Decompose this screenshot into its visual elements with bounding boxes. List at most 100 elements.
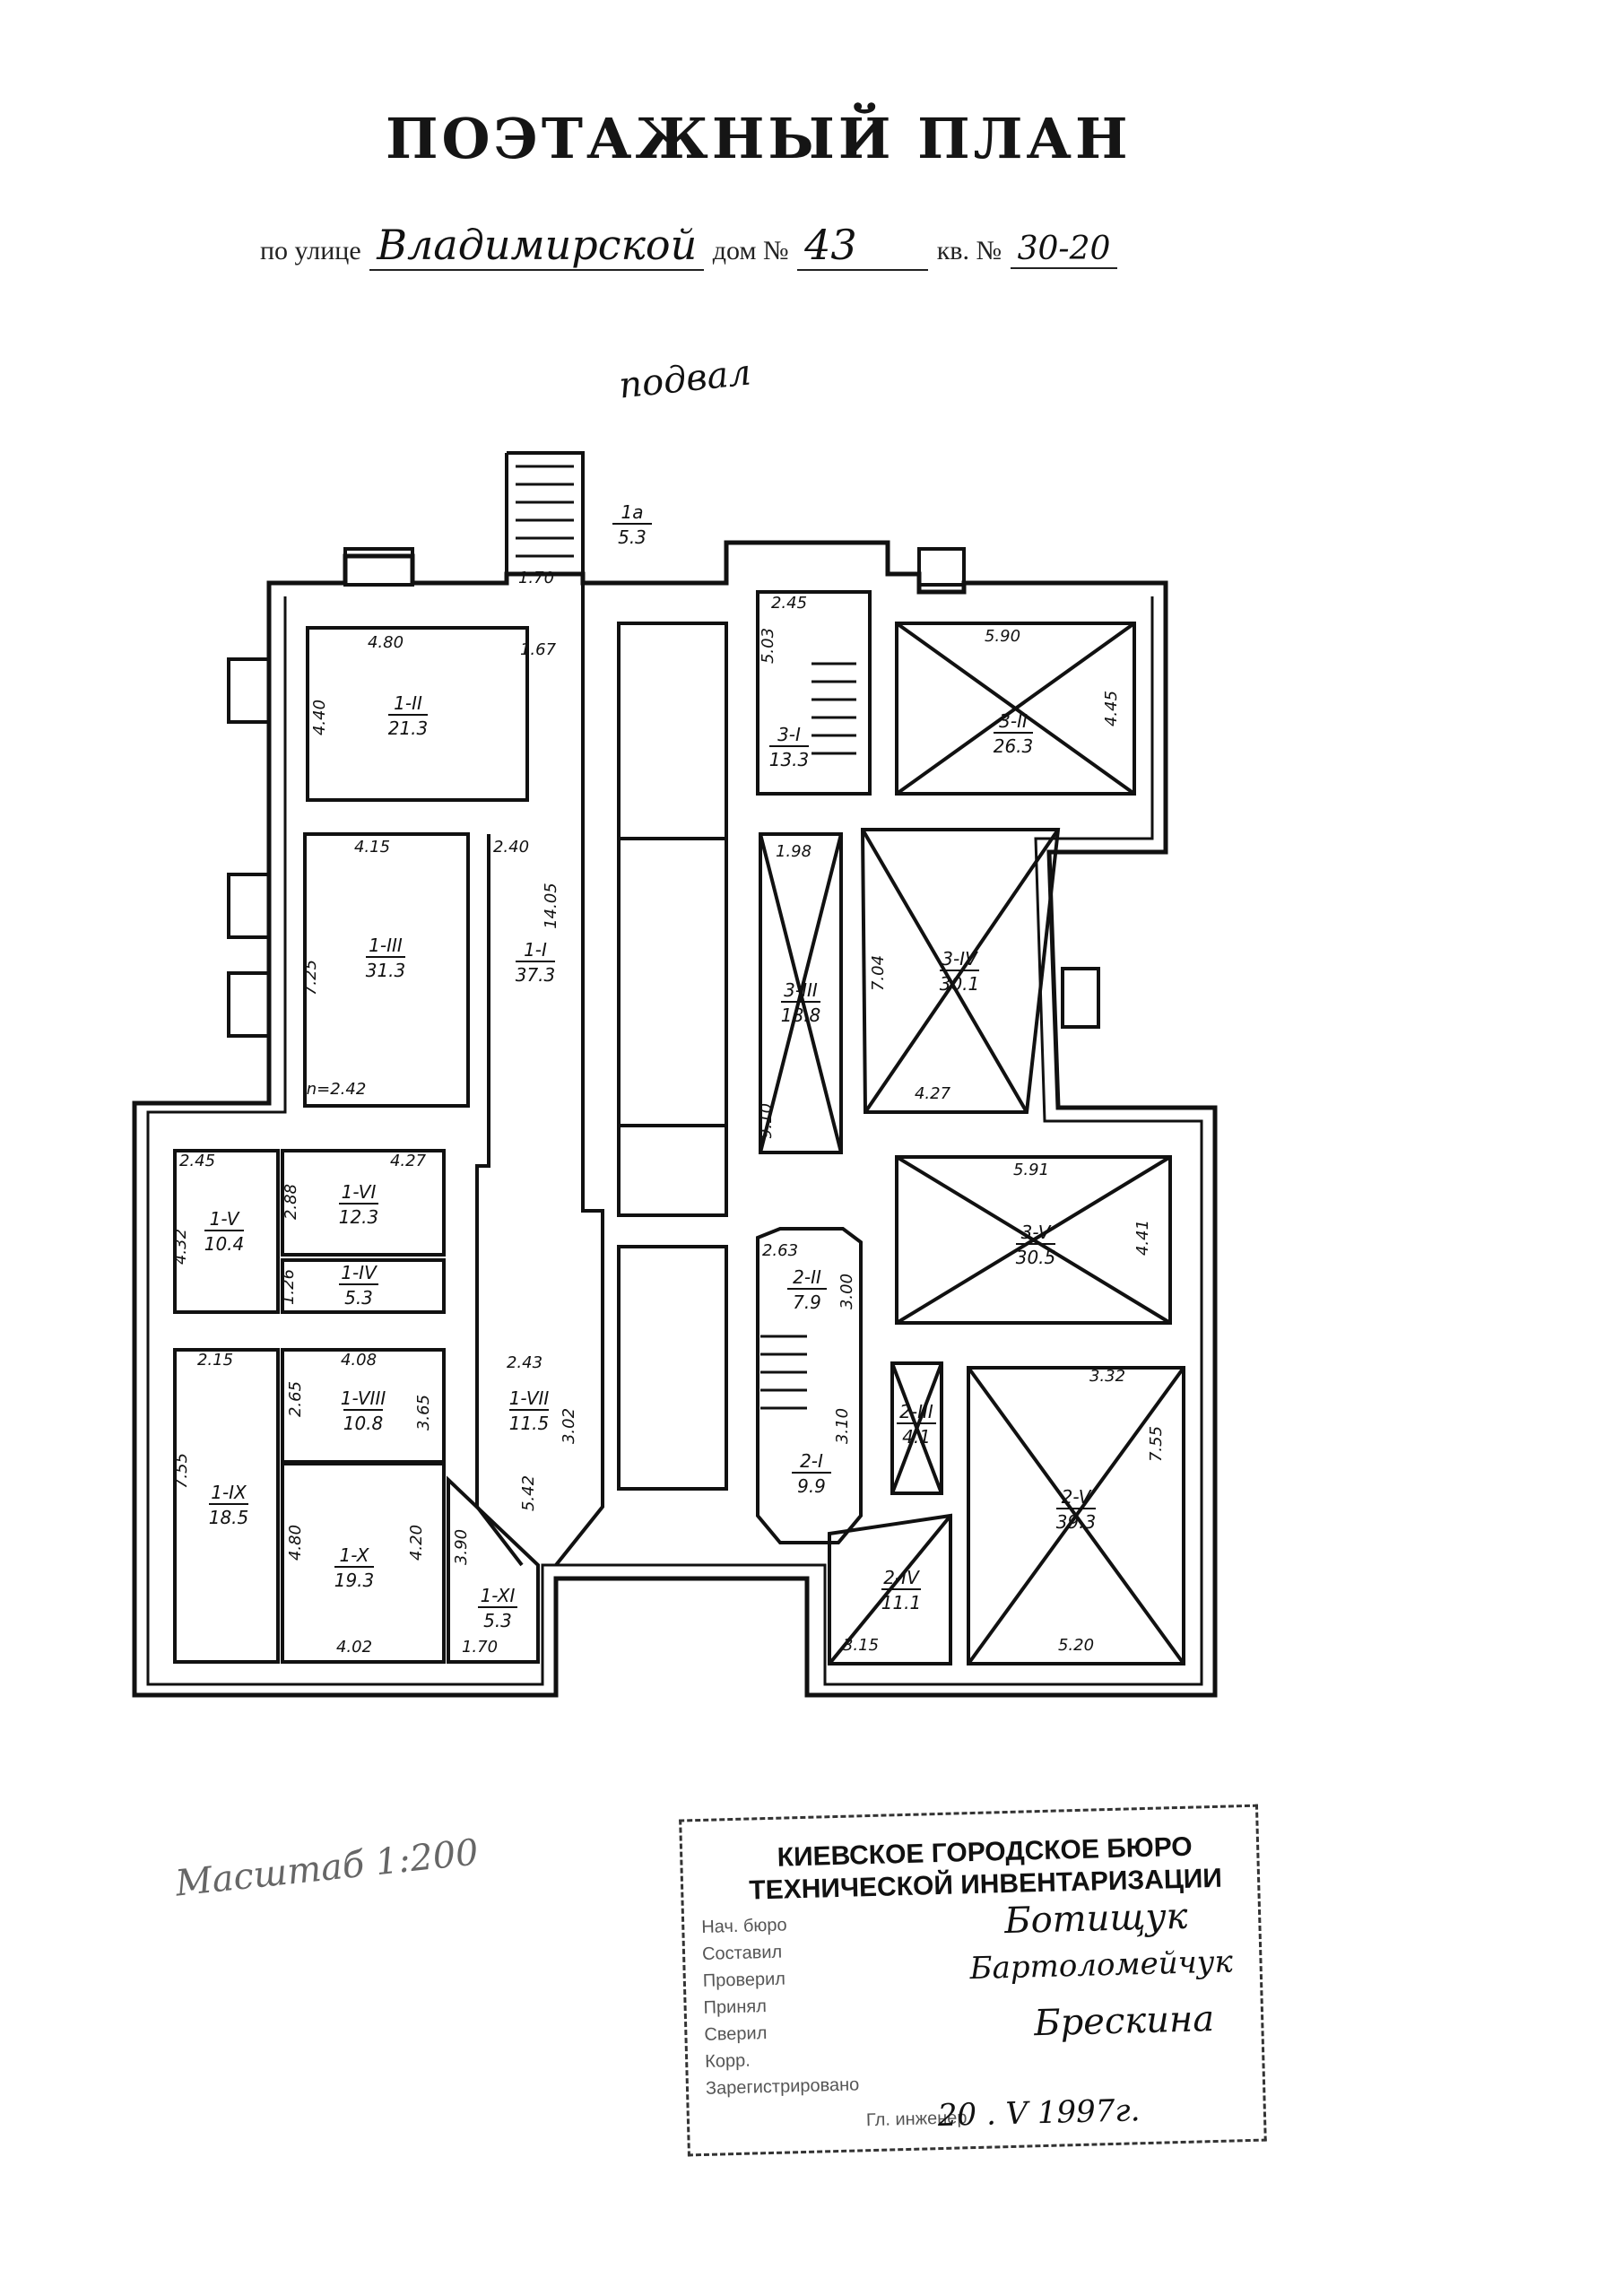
room-dimension-label: 5.20: [1058, 1636, 1094, 1655]
stair-2-II: [760, 1335, 807, 1410]
room-id-label: 2-III: [899, 1401, 933, 1422]
room-dimension-label: 2.40: [493, 838, 529, 857]
house-prefix: дом №: [712, 236, 789, 265]
street-prefix: по улице: [260, 236, 361, 265]
room-labels: 1-II21.34.804.401.671-III31.34.157.25n=2…: [171, 501, 1166, 1657]
room-dimension-label: 4.80: [368, 633, 404, 652]
stamp-row: Корр.: [704, 2050, 751, 2072]
room-dimension-label: 3.65: [414, 1395, 433, 1431]
window-pits: [227, 547, 1100, 1038]
room-dimension-label: 7.04: [869, 955, 888, 991]
room-dimension-label: 9.10: [757, 1103, 776, 1139]
room-area-label: 39.3: [1056, 1511, 1097, 1533]
room-dimension-label: 3.32: [1089, 1367, 1125, 1386]
room-id-label: 2-IV: [883, 1567, 920, 1588]
stamp-row: Нач. бюро: [701, 1915, 787, 1937]
bti-stamp: КИЕВСКОЕ ГОРОДСКОЕ БЮРО ТЕХНИЧЕСКОЙ ИНВЕ…: [679, 1804, 1271, 2161]
apt-prefix: кв. №: [936, 236, 1002, 265]
room-dimension-label: 5.91: [1013, 1161, 1049, 1179]
room-dimension-label: 4.40: [310, 700, 329, 735]
room-dimension-label: 4.45: [1102, 691, 1121, 726]
room-area-label: 11.5: [509, 1413, 550, 1434]
room-dimension-label: 3.00: [838, 1274, 856, 1309]
room-dimension-label: 2.45: [179, 1152, 215, 1170]
room-dimension-label: 4.32: [171, 1229, 190, 1265]
room-dimension-label: 1.98: [776, 842, 812, 861]
street-name: Владимирской: [377, 221, 698, 269]
room-area-label: 21.3: [388, 718, 429, 739]
room-dimension-label: 1.70: [462, 1638, 498, 1657]
room-id-label: 2-V: [1062, 1486, 1092, 1508]
room-id-label: 1-V: [210, 1208, 240, 1230]
room-area-label: 5.3: [483, 1610, 512, 1631]
room-dimension-label: 1.67: [520, 640, 557, 659]
room-dimension-label: 14.05: [542, 883, 560, 929]
stamp-row: Принял: [703, 1996, 768, 2018]
stair-3-I: [812, 662, 856, 755]
stairs: [516, 465, 856, 1410]
room-area-label: 13.3: [769, 749, 810, 770]
room-area-label: 9.9: [797, 1475, 826, 1497]
stamp-row: Сверил: [704, 2023, 768, 2045]
room-id-label: 3-I: [777, 724, 801, 745]
room-id-label: 2-I: [800, 1450, 823, 1472]
room-id-label: 1a: [621, 501, 644, 523]
stamp-date: 20 . V 1997г.: [937, 2092, 1141, 2135]
room-id-label: 1-II: [394, 692, 422, 714]
room-area-label: 7.9: [793, 1292, 821, 1313]
stair-top: [516, 465, 574, 558]
room-dimension-label: 4.27: [915, 1084, 951, 1103]
room-id-label: 3-V: [1021, 1222, 1052, 1243]
room-id-label: 1-IX: [211, 1482, 247, 1503]
room-area-label: 5.3: [344, 1287, 373, 1309]
room-id-label: 3-IV: [942, 948, 978, 970]
room-area-label: 37.3: [516, 964, 556, 986]
room-dimension-label: 3.90: [452, 1529, 471, 1565]
room-dimension-label: 2.15: [197, 1351, 233, 1370]
stamp-signature-1: Ботищук: [1003, 1895, 1189, 1943]
stamp-signature-2: Бартоломейчук: [969, 1944, 1234, 1987]
room-area-label: 30.5: [1016, 1247, 1056, 1268]
room-dimension-label: 4.20: [407, 1525, 426, 1561]
room-area-label: 10.8: [343, 1413, 384, 1434]
room-id-label: 1-X: [340, 1544, 370, 1566]
exterior-walls: [132, 451, 1218, 1698]
room-id-label: 1-VIII: [341, 1387, 386, 1409]
room-id-label: 1-VI: [342, 1181, 377, 1203]
room-dimension-label: 3.02: [560, 1408, 578, 1444]
room-dimension-label: 4.02: [336, 1638, 372, 1657]
room-dimension-label: 5.03: [759, 628, 777, 664]
room-walls: [173, 583, 1185, 1665]
room-area-label: 11.1: [881, 1592, 922, 1613]
room-dimension-label: 4.80: [286, 1525, 305, 1561]
room-dimension-label: 4.41: [1133, 1220, 1152, 1256]
room-id-label: 1-VII: [509, 1387, 550, 1409]
room-id-label: 1-IV: [341, 1262, 378, 1283]
room-dimension-label: 5.90: [985, 627, 1020, 646]
room-dimension-label: 2.45: [771, 594, 807, 613]
room-area-label: 19.3: [334, 1570, 375, 1591]
room-area-label: 31.3: [366, 960, 406, 981]
page-title: ПОЭТАЖНЫЙ ПЛАН: [386, 106, 1132, 171]
apt-number: 30-20: [1017, 230, 1111, 267]
room-dimension-label: 4.08: [341, 1351, 377, 1370]
room-dimension-label: 7.55: [172, 1453, 191, 1489]
room-dimension-label: 1.26: [279, 1269, 298, 1305]
room-area-label: 4.1: [902, 1426, 931, 1448]
room-area-label: 10.4: [204, 1233, 245, 1255]
room-dimension-label: 5.42: [519, 1475, 538, 1511]
room-dimension-label: 3.10: [833, 1408, 852, 1444]
room-area-label: 18.8: [781, 1004, 821, 1026]
stamp-signature-3: Брескина: [1033, 1998, 1215, 2045]
room-dimension-label: 2.43: [507, 1353, 542, 1372]
room-id-label: 3-III: [784, 979, 818, 1001]
room-dimension-label: 7.25: [301, 960, 320, 996]
room-area-label: 12.3: [339, 1206, 379, 1228]
room-area-label: 30.1: [940, 973, 980, 995]
room-dimension-label: n=2.42: [307, 1080, 367, 1099]
room-dimension-label: 2.63: [762, 1241, 798, 1260]
room-area-label: 5.3: [618, 526, 647, 548]
address-line: по улице Владимирской дом № 43 кв. № 30-…: [260, 221, 1118, 271]
room-id-label: 1-I: [524, 939, 547, 961]
